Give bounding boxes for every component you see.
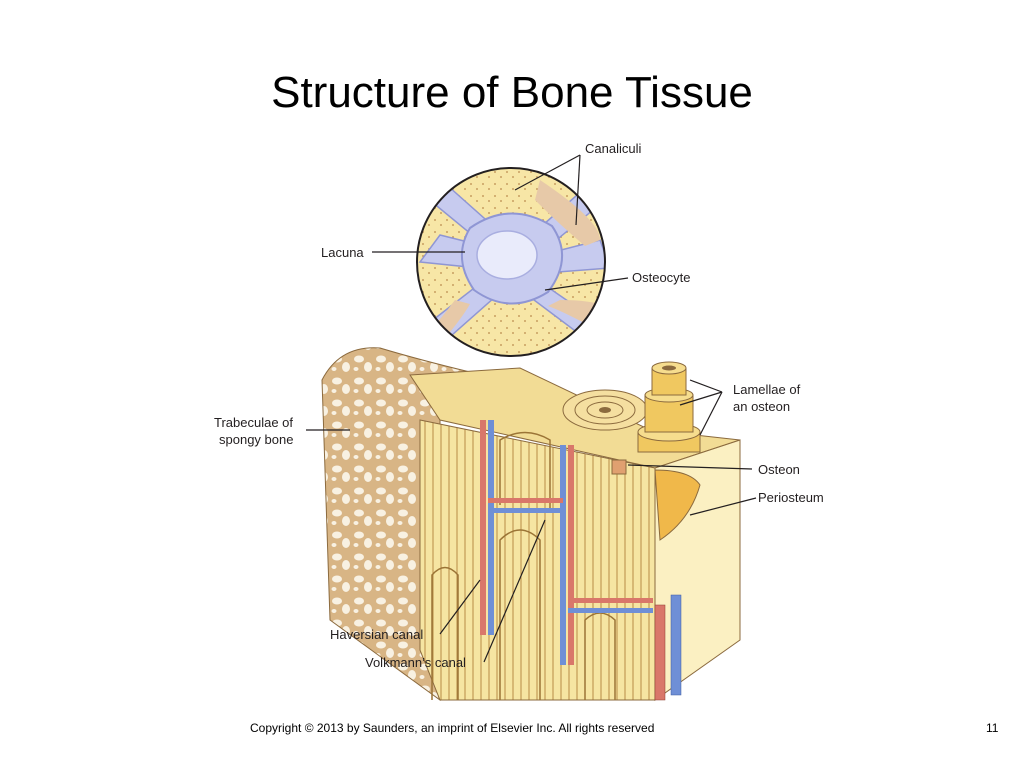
label-lacuna: Lacuna	[321, 245, 364, 260]
label-trabeculae-line2: spongy bone	[219, 432, 293, 447]
osteon-lamellae-cylinder	[637, 361, 701, 453]
label-periosteum: Periosteum	[758, 490, 824, 505]
label-osteocyte: Osteocyte	[632, 270, 691, 285]
label-osteon: Osteon	[758, 462, 800, 477]
osteocyte-nucleus	[476, 230, 538, 280]
label-trabeculae-line1: Trabeculae of	[214, 415, 293, 430]
leader-lines	[306, 154, 757, 663]
label-volkmanns-canal: Volkmann’s canal	[365, 655, 466, 670]
label-haversian-canal: Haversian canal	[330, 627, 423, 642]
slide-title: Structure of Bone Tissue	[271, 68, 753, 117]
label-canaliculi: Canaliculi	[585, 141, 641, 156]
blood-vessels	[480, 420, 682, 701]
osteon-disc	[562, 389, 648, 431]
copyright-footer: Copyright © 2013 by Saunders, an imprint…	[250, 721, 655, 735]
label-lamellae-line1: Lamellae of	[733, 382, 801, 397]
compact-bone-block	[321, 347, 741, 701]
page-number: 11	[986, 721, 999, 735]
label-lamellae-line2: an osteon	[733, 399, 790, 414]
magnified-lacuna-view	[416, 167, 606, 357]
